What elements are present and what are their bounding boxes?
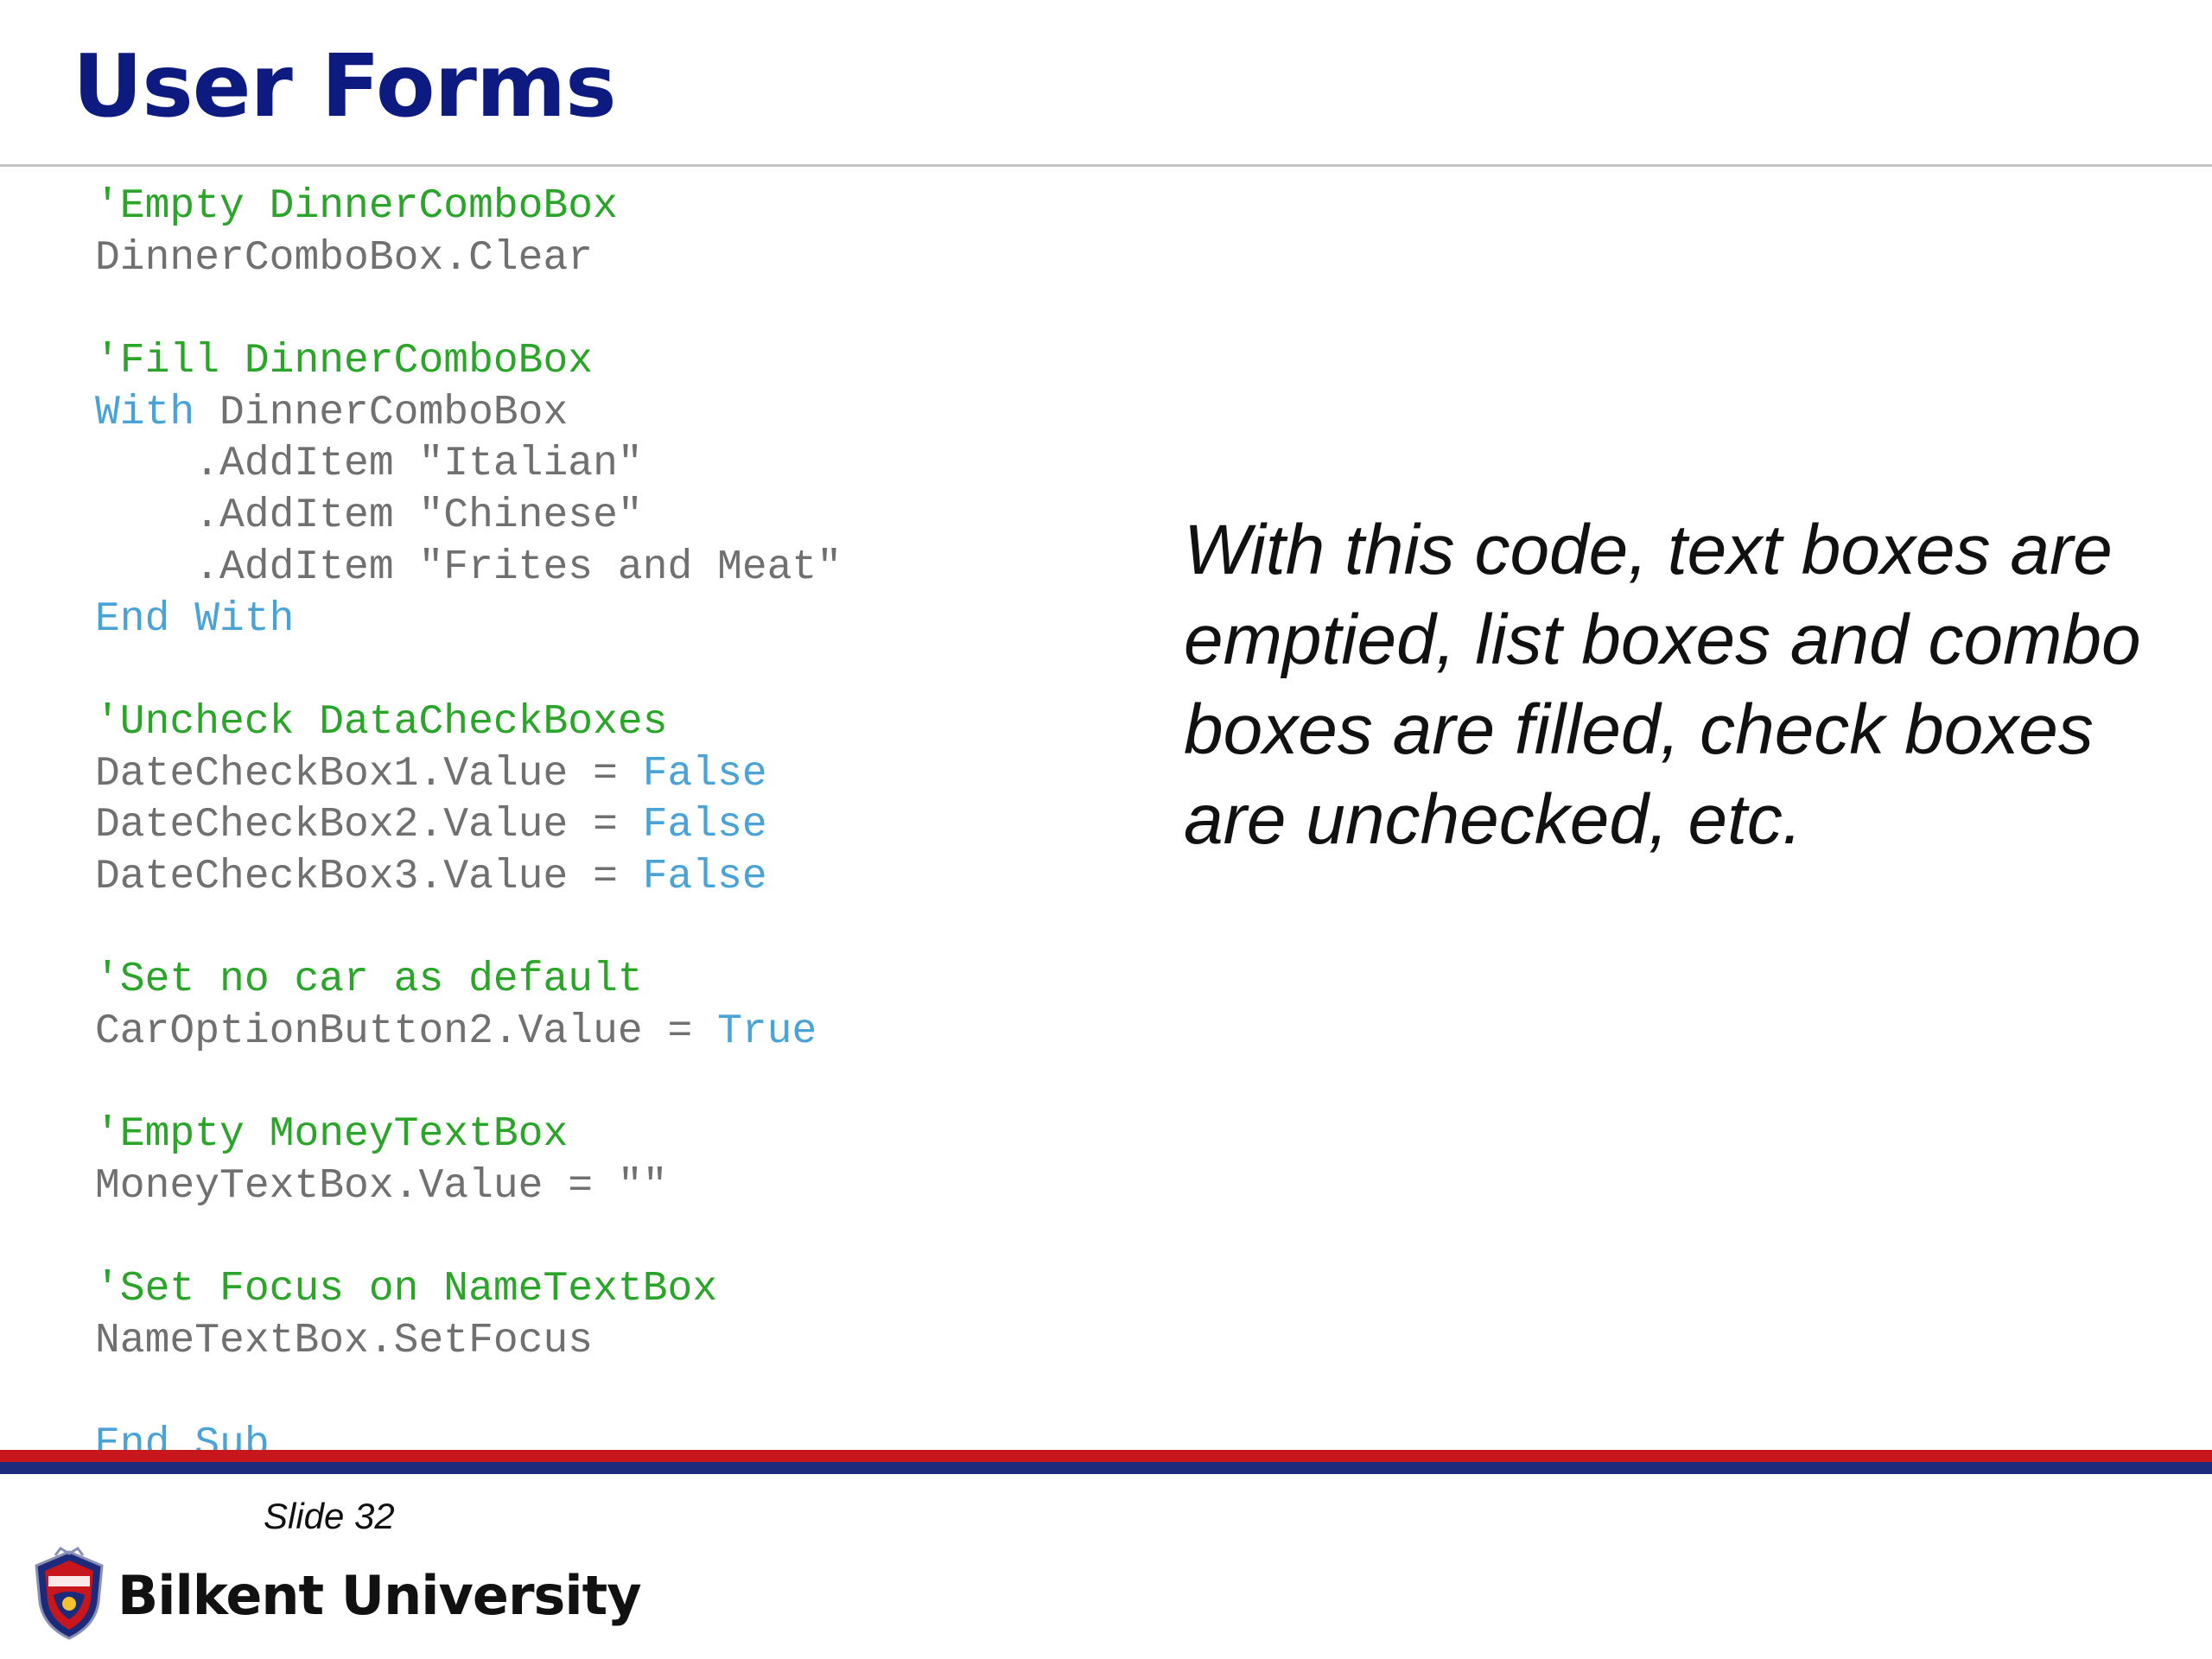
- code-line: 'Empty DinnerComboBox: [95, 181, 842, 233]
- code-token-plain: .AddItem "Chinese": [95, 493, 643, 540]
- code-line: .AddItem "Italian": [95, 439, 842, 491]
- side-note: With this code, text boxes are emptied, …: [1184, 511, 2141, 859]
- code-token-plain: .AddItem "Italian": [95, 441, 643, 488]
- code-blank-line: [95, 1058, 842, 1110]
- code-token-keyword: False: [642, 853, 767, 900]
- code-line: .AddItem "Frites and Meat": [95, 543, 842, 594]
- code-line: 'Uncheck DataCheckBoxes: [95, 697, 842, 749]
- code-token-plain: DateCheckBox2.Value =: [95, 802, 643, 849]
- code-token-plain: DateCheckBox3.Value =: [95, 853, 643, 900]
- code-line: DateCheckBox1.Value = False: [95, 749, 842, 801]
- university-seal-icon: [35, 1547, 104, 1640]
- code-token-comment: 'Empty DinnerComboBox: [95, 183, 618, 230]
- slide-title: User Forms: [73, 35, 617, 137]
- code-line: End With: [95, 594, 842, 646]
- code-token-plain: DinnerComboBox.Clear: [95, 234, 594, 282]
- footer-area: [0, 1474, 2212, 1659]
- code-token-comment: 'Set Focus on NameTextBox: [95, 1266, 718, 1313]
- code-line: 'Empty MoneyTextBox: [95, 1109, 842, 1161]
- code-line: .AddItem "Chinese": [95, 491, 842, 543]
- code-token-plain: CarOptionButton2.Value =: [95, 1008, 718, 1055]
- code-line: With DinnerComboBox: [95, 388, 842, 440]
- code-token-comment: 'Empty MoneyTextBox: [95, 1111, 569, 1159]
- code-token-keyword: With: [95, 389, 195, 436]
- code-token-plain: NameTextBox.SetFocus: [95, 1318, 594, 1365]
- code-blank-line: [95, 284, 842, 336]
- code-token-comment: 'Set no car as default: [95, 957, 643, 1004]
- code-token-plain: DateCheckBox1.Value =: [95, 750, 643, 798]
- code-line: 'Set no car as default: [95, 955, 842, 1007]
- code-token-keyword: False: [642, 802, 767, 849]
- code-token-comment: 'Uncheck DataCheckBoxes: [95, 698, 668, 746]
- code-token-keyword: False: [642, 750, 767, 798]
- code-line: 'Fill DinnerComboBox: [95, 336, 842, 388]
- code-line: DateCheckBox3.Value = False: [95, 852, 842, 904]
- code-token-plain: MoneyTextBox.Value = "": [95, 1163, 668, 1211]
- code-token-comment: 'Fill DinnerComboBox: [95, 338, 594, 385]
- code-blank-line: [95, 904, 842, 956]
- code-line: MoneyTextBox.Value = "": [95, 1161, 842, 1213]
- footer-blue-band: [0, 1462, 2212, 1474]
- code-line: NameTextBox.SetFocus: [95, 1316, 842, 1368]
- code-blank-line: [95, 1213, 842, 1265]
- code-token-plain: .AddItem "Frites and Meat": [95, 543, 842, 591]
- code-blank-line: [95, 645, 842, 697]
- code-token-plain: DinnerComboBox: [194, 389, 569, 436]
- code-line: CarOptionButton2.Value = True: [95, 1007, 842, 1058]
- university-name: Bilkent University: [118, 1564, 642, 1627]
- code-token-keyword: End With: [95, 595, 295, 643]
- slide-number: Slide 32: [264, 1496, 395, 1536]
- code-line: DateCheckBox2.Value = False: [95, 800, 842, 852]
- title-divider: [0, 164, 2212, 167]
- code-line: 'Set Focus on NameTextBox: [95, 1264, 842, 1316]
- footer-red-band: [0, 1450, 2212, 1462]
- code-line: DinnerComboBox.Clear: [95, 233, 842, 285]
- code-blank-line: [95, 1368, 842, 1420]
- code-token-keyword: True: [717, 1008, 817, 1055]
